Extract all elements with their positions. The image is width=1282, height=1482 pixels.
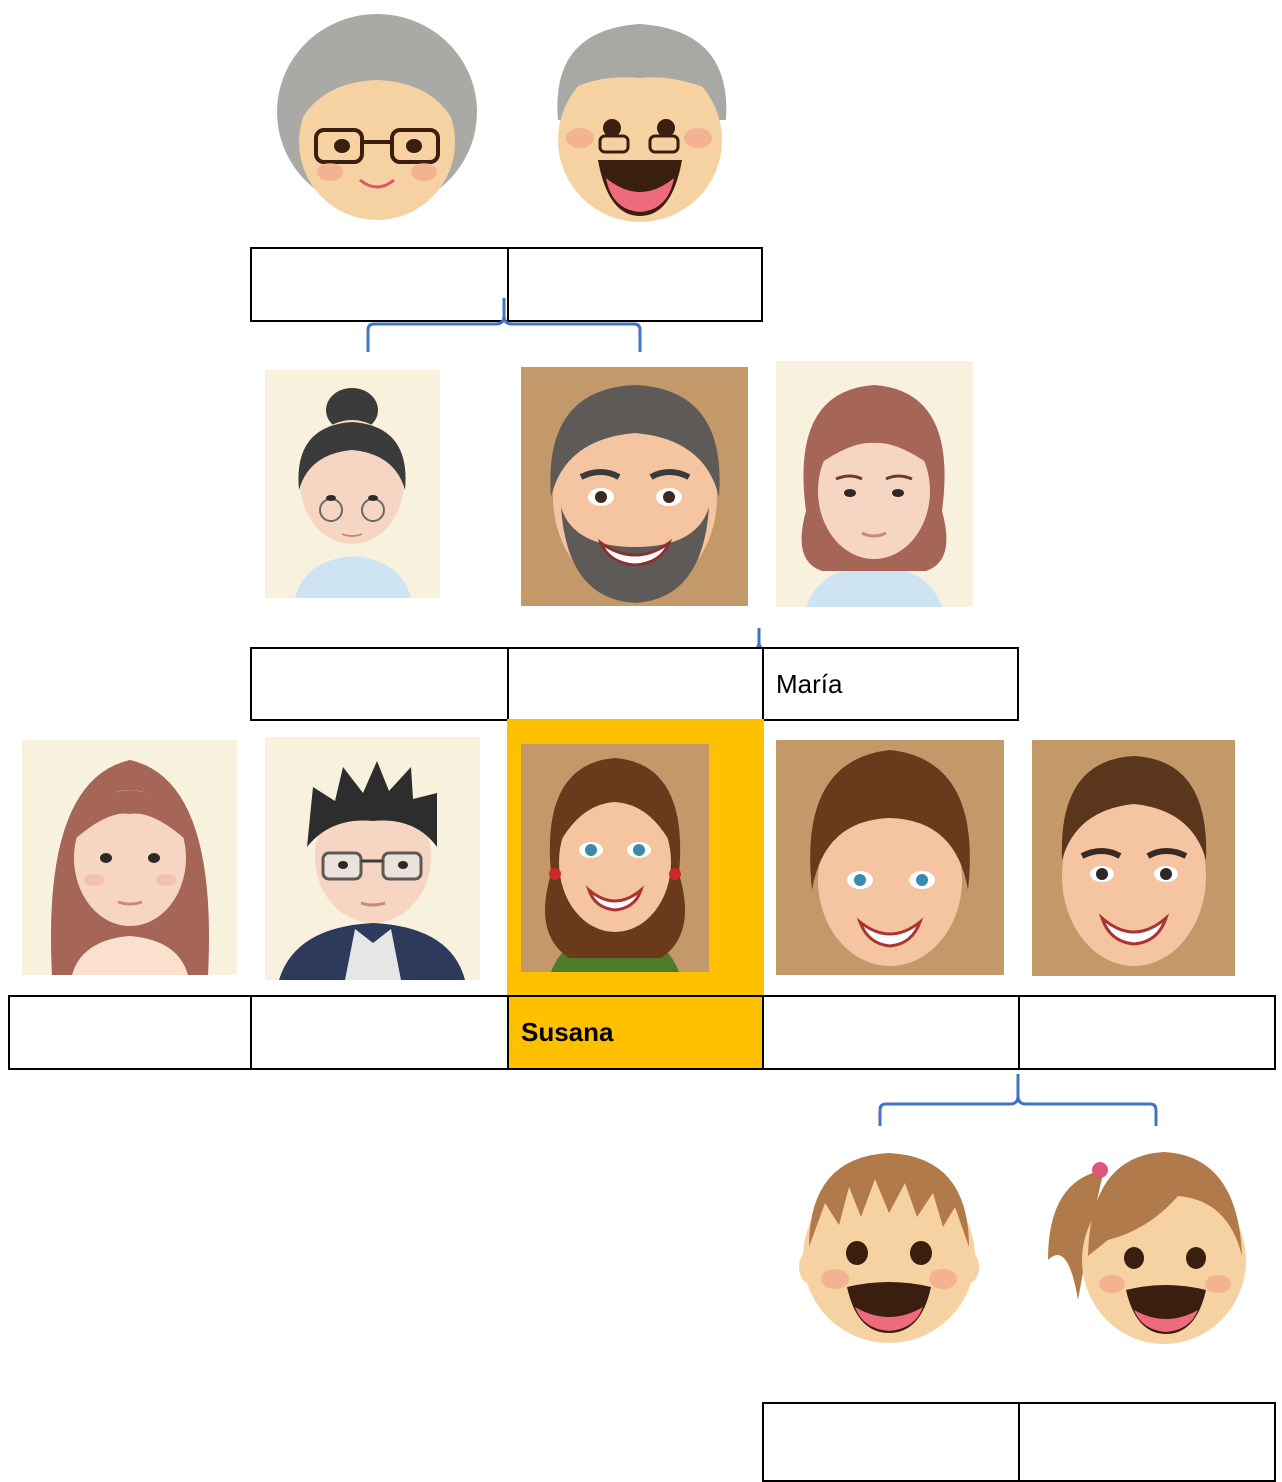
aunt-icon bbox=[265, 370, 440, 598]
niece-icon bbox=[1048, 1152, 1246, 1344]
aunt-portrait bbox=[265, 370, 440, 598]
parent-name-cell-2[interactable] bbox=[507, 647, 764, 721]
grandfather-portrait bbox=[540, 10, 740, 224]
child-name-cell-2[interactable] bbox=[250, 995, 509, 1070]
cousin-female-portrait bbox=[22, 740, 237, 975]
children-bracket bbox=[878, 1074, 1158, 1126]
father-portrait bbox=[521, 367, 748, 606]
nephew-portrait bbox=[795, 1137, 983, 1347]
grandmother-portrait bbox=[272, 12, 482, 224]
susana-icon bbox=[521, 744, 709, 972]
mother-portrait bbox=[776, 361, 973, 607]
child-name: Susana bbox=[521, 1017, 614, 1047]
grandmother-icon bbox=[277, 14, 477, 220]
grandparent-name-cell-1[interactable] bbox=[250, 247, 509, 322]
grandparents-bracket bbox=[366, 298, 642, 352]
cousin-male-portrait bbox=[265, 737, 480, 980]
nephew-icon bbox=[799, 1153, 979, 1343]
sister-portrait bbox=[776, 740, 1004, 975]
parent-name-cell-3[interactable]: María bbox=[762, 647, 1019, 721]
grandparent-name-cell-2[interactable] bbox=[507, 247, 763, 322]
child-name-cell-4[interactable] bbox=[762, 995, 1020, 1070]
cousin-female-icon bbox=[22, 740, 237, 975]
brother-icon bbox=[1032, 740, 1235, 976]
child-name-cell-susana[interactable]: Susana bbox=[507, 995, 764, 1070]
child-name-cell-5[interactable] bbox=[1018, 995, 1276, 1070]
father-icon bbox=[521, 367, 748, 606]
brother-portrait bbox=[1032, 740, 1235, 976]
grandchild-name-cell-2[interactable] bbox=[1018, 1402, 1276, 1482]
sister-icon bbox=[776, 740, 1004, 975]
child-name-cell-1[interactable] bbox=[8, 995, 252, 1070]
niece-portrait bbox=[1038, 1140, 1252, 1350]
mother-icon bbox=[776, 361, 973, 607]
grandchild-name-cell-1[interactable] bbox=[762, 1402, 1020, 1482]
parent-name: María bbox=[776, 668, 843, 699]
cousin-male-icon bbox=[265, 737, 480, 980]
susana-portrait bbox=[521, 744, 709, 972]
grandfather-icon bbox=[557, 24, 727, 222]
parent-name-cell-1[interactable] bbox=[250, 647, 509, 721]
